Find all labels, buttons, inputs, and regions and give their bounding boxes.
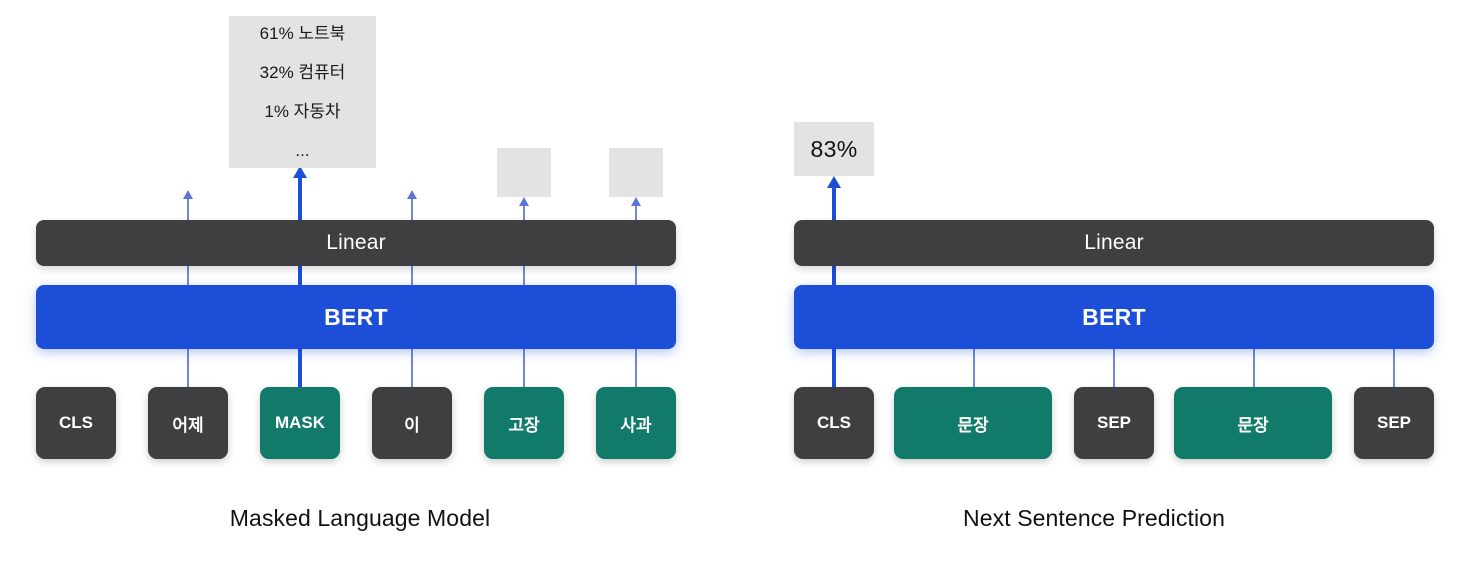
nsp-token-sep-1[interactable]: SEP (1074, 387, 1154, 459)
nsp-token-sentence-b[interactable]: 문장 (1174, 387, 1332, 459)
token-label: 문장 (957, 415, 989, 435)
token-label: 문장 (1237, 415, 1269, 435)
token-label: 고장 (508, 415, 540, 435)
arrow-token-6-icon (631, 197, 641, 206)
panel-next-sentence-prediction: 83% Linear BERT CLS 문장 SEP 문장 (733, 0, 1466, 563)
connector-token-3 (1113, 345, 1115, 399)
mlm-linear-label: Linear (326, 231, 386, 254)
mlm-token-i[interactable]: 이 (372, 387, 452, 459)
nsp-token-sentence-a[interactable]: 문장 (894, 387, 1052, 459)
mlm-caption: Masked Language Model (229, 505, 491, 531)
token-label: SEP (1096, 413, 1132, 432)
connector-token-2 (973, 345, 975, 399)
nsp-bert-label: BERT (1082, 303, 1146, 330)
nsp-token-cls[interactable]: CLS (794, 387, 874, 459)
connector-token-5 (1393, 345, 1395, 399)
nsp-caption: Next Sentence Prediction (963, 505, 1225, 531)
nsp-linear-label: Linear (1084, 231, 1144, 254)
mlm-token-gojang[interactable]: 고장 (484, 387, 564, 459)
nsp-prediction-value: 83% (810, 135, 858, 162)
token-label: 이 (404, 415, 420, 435)
arrow-token-4-icon (407, 190, 417, 199)
prediction-line-ellipsis: ... (295, 141, 310, 160)
token-label: CLS (59, 413, 93, 432)
mlm-token-cls[interactable]: CLS (36, 387, 116, 459)
prediction-line-3: 1% 자동차 (264, 102, 341, 121)
prediction-line-2: 32% 컴퓨터 (259, 63, 346, 82)
nsp-bert-layer: BERT (794, 285, 1434, 349)
token-label: 어제 (172, 415, 204, 435)
prediction-line-1: 61% 노트북 (259, 24, 346, 43)
mlm-bert-label: BERT (324, 303, 388, 330)
token-label: MASK (274, 413, 326, 432)
token-label: SEP (1376, 413, 1412, 432)
nsp-token-sep-2[interactable]: SEP (1354, 387, 1434, 459)
nsp-linear-layer: Linear (794, 220, 1434, 266)
arrow-token-cls-icon (827, 176, 841, 188)
mlm-output-box-1 (497, 148, 551, 197)
nsp-prediction-box: 83% (794, 122, 874, 176)
mlm-linear-layer: Linear (36, 220, 676, 266)
connector-token-4 (1253, 345, 1255, 399)
arrow-token-mask-icon (293, 166, 307, 178)
mlm-token-mask[interactable]: MASK (260, 387, 340, 459)
panel-masked-language-model: 61% 노트북 32% 컴퓨터 1% 자동차 ... Linear (36, 16, 676, 531)
mlm-bert-layer: BERT (36, 285, 676, 349)
token-label: CLS (817, 413, 851, 432)
token-label: 사과 (620, 415, 652, 435)
mlm-token-eoje[interactable]: 어제 (148, 387, 228, 459)
arrow-token-5-icon (519, 197, 529, 206)
arrow-token-2-icon (183, 190, 193, 199)
mlm-prediction-box: 61% 노트북 32% 컴퓨터 1% 자동차 ... (229, 16, 376, 168)
mlm-token-sagwa[interactable]: 사과 (596, 387, 676, 459)
mlm-output-box-2 (609, 148, 663, 197)
